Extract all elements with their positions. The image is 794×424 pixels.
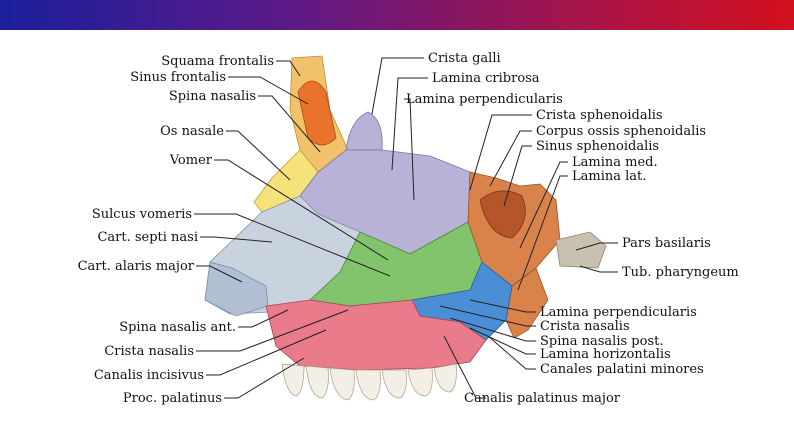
label-cart-alaris-major: Cart. alaris major bbox=[78, 259, 195, 274]
label-lamina-med: Lamina med. bbox=[572, 155, 658, 170]
label-crista-galli: Crista galli bbox=[428, 51, 501, 66]
label-spina-nasalis-post: Spina nasalis post. bbox=[540, 334, 663, 349]
crista-galli-shape bbox=[345, 111, 383, 151]
label-squama-frontalis: Squama frontalis bbox=[161, 54, 274, 69]
occipital-basilaris bbox=[555, 231, 607, 269]
label-lamina-horizontalis: Lamina horizontalis bbox=[540, 347, 671, 362]
header-bar bbox=[0, 0, 794, 30]
label-canales-palatini-minores: Canales palatini minores bbox=[540, 362, 704, 377]
illustration bbox=[204, 55, 607, 401]
label-cart-septi-nasi: Cart. septi nasi bbox=[97, 230, 198, 245]
label-tub-pharyngeum: Tub. pharyngeum bbox=[622, 265, 739, 280]
label-canalis-incisivus: Canalis incisivus bbox=[94, 368, 204, 383]
label-lamina-perpendicularis-bottom: Lamina perpendicularis bbox=[540, 305, 697, 320]
leader-lines bbox=[194, 57, 618, 399]
frontal-sinus bbox=[297, 80, 337, 146]
label-spina-nasalis-ant: Spina nasalis ant. bbox=[119, 320, 236, 335]
label-sinus-sphenoidalis: Sinus sphenoidalis bbox=[536, 139, 659, 154]
label-vomer: Vomer bbox=[169, 153, 213, 168]
label-crista-nasalis-right: Crista nasalis bbox=[540, 319, 630, 334]
label-sinus-frontalis: Sinus frontalis bbox=[130, 70, 226, 85]
label-crista-sphenoidalis: Crista sphenoidalis bbox=[536, 108, 663, 123]
sphenoid-sinus bbox=[479, 190, 526, 239]
label-pars-basilaris: Pars basilaris bbox=[622, 236, 711, 251]
label-crista-nasalis-left: Crista nasalis bbox=[104, 344, 194, 359]
alar-cartilage bbox=[204, 261, 269, 317]
label-corpus-ossis-sphenoidalis: Corpus ossis sphenoidalis bbox=[536, 124, 706, 139]
label-proc-palatinus: Proc. palatinus bbox=[123, 391, 222, 406]
label-os-nasale: Os nasale bbox=[160, 124, 224, 139]
teeth bbox=[281, 363, 457, 401]
label-lamina-lat: Lamina lat. bbox=[572, 169, 646, 184]
label-canalis-palatinus-major: Canalis palatinus major bbox=[464, 391, 621, 406]
label-lamina-cribrosa: Lamina cribrosa bbox=[432, 71, 540, 86]
label-lamina-perpendicularis-top: Lamina perpendicularis bbox=[406, 92, 563, 107]
label-sulcus-vomeris: Sulcus vomeris bbox=[92, 207, 192, 222]
label-spina-nasalis: Spina nasalis bbox=[169, 89, 256, 104]
